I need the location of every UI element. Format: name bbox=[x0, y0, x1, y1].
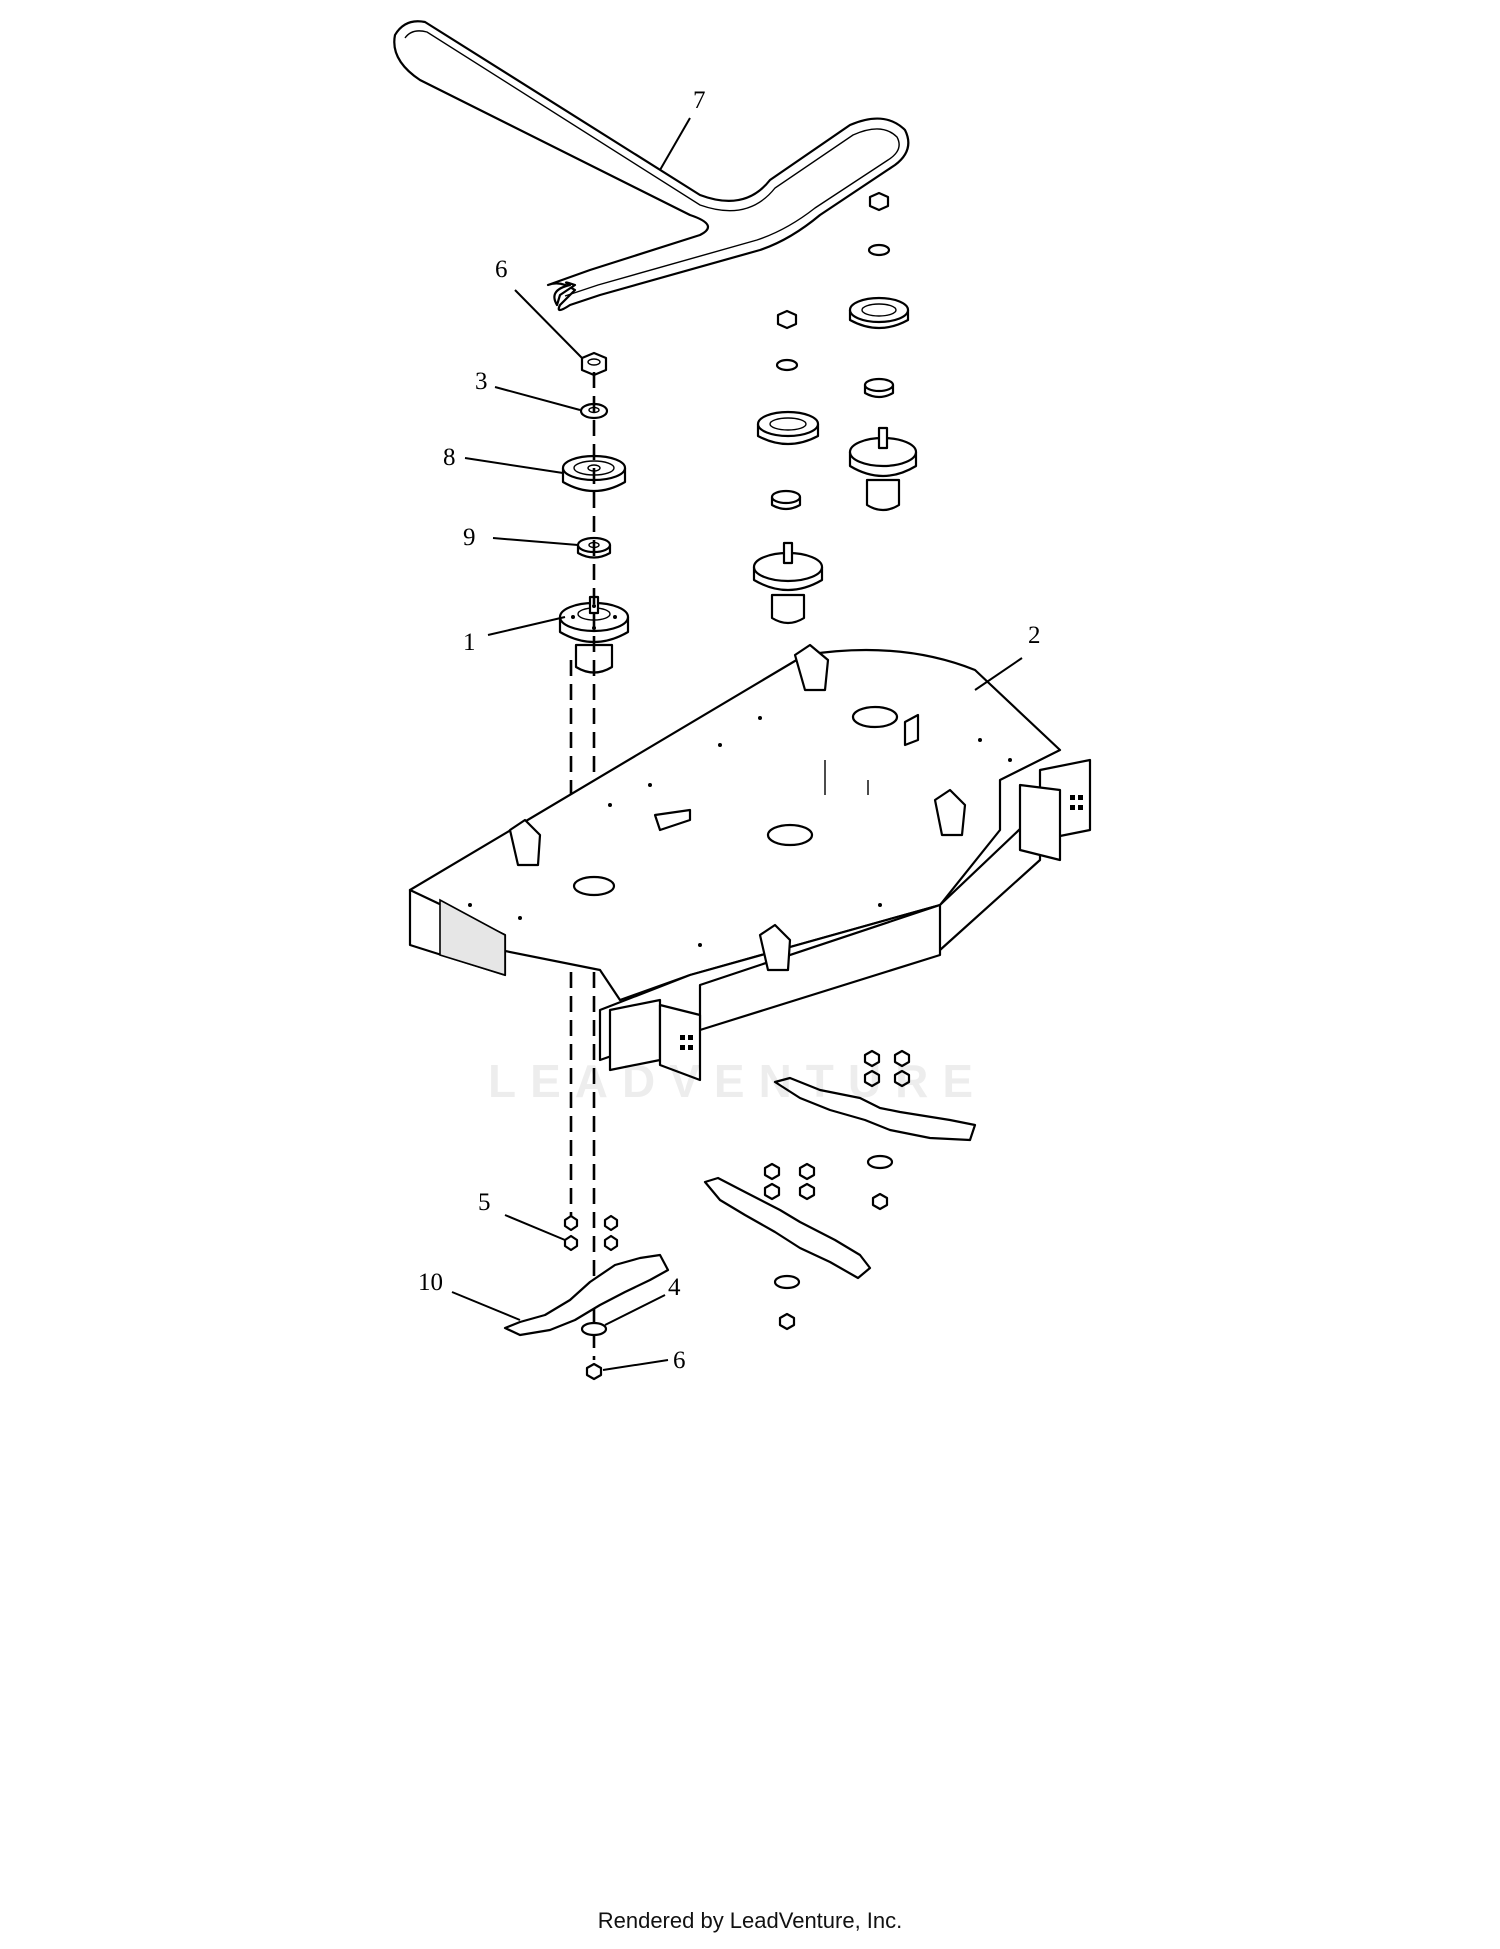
callout-6-top: 6 bbox=[495, 256, 583, 359]
callout-label-10: 10 bbox=[418, 1269, 443, 1296]
callout-1: 1 bbox=[463, 616, 566, 656]
watermark-text: LEADVENTURE bbox=[488, 1055, 988, 1107]
callout-label-3: 3 bbox=[475, 368, 488, 395]
callout-3: 3 bbox=[475, 368, 581, 411]
callout-label-5: 5 bbox=[478, 1189, 491, 1216]
blade-left bbox=[503, 1253, 670, 1337]
callout-label-2: 2 bbox=[1028, 622, 1041, 649]
drive-belt bbox=[393, 20, 910, 312]
callout-label-4: 4 bbox=[668, 1274, 681, 1301]
footer-credit: Rendered by LeadVenture, Inc. bbox=[597, 1908, 903, 1933]
callout-2: 2 bbox=[974, 622, 1041, 691]
blade-center bbox=[773, 1076, 977, 1142]
callout-label-1: 1 bbox=[463, 629, 476, 656]
callout-label-7: 7 bbox=[693, 87, 706, 114]
callout-label-6-top: 6 bbox=[495, 256, 508, 283]
callout-7: 7 bbox=[659, 87, 706, 171]
blade-hardware bbox=[563, 1049, 911, 1381]
callout-5: 5 bbox=[478, 1189, 566, 1241]
callout-label-6-bottom: 6 bbox=[673, 1347, 686, 1374]
callout-8: 8 bbox=[443, 444, 564, 474]
callout-6-bottom: 6 bbox=[602, 1347, 686, 1374]
callout-label-9: 9 bbox=[463, 524, 476, 551]
callout-9: 9 bbox=[463, 524, 579, 551]
top-hex-nut bbox=[580, 351, 608, 377]
right-stack-upper bbox=[848, 191, 918, 512]
callout-10: 10 bbox=[418, 1269, 521, 1321]
callout-label-8: 8 bbox=[443, 444, 456, 471]
right-stack-lower bbox=[752, 309, 824, 625]
mower-deck bbox=[408, 643, 1092, 1082]
callout-4: 4 bbox=[604, 1274, 681, 1326]
blade-right bbox=[703, 1176, 872, 1280]
